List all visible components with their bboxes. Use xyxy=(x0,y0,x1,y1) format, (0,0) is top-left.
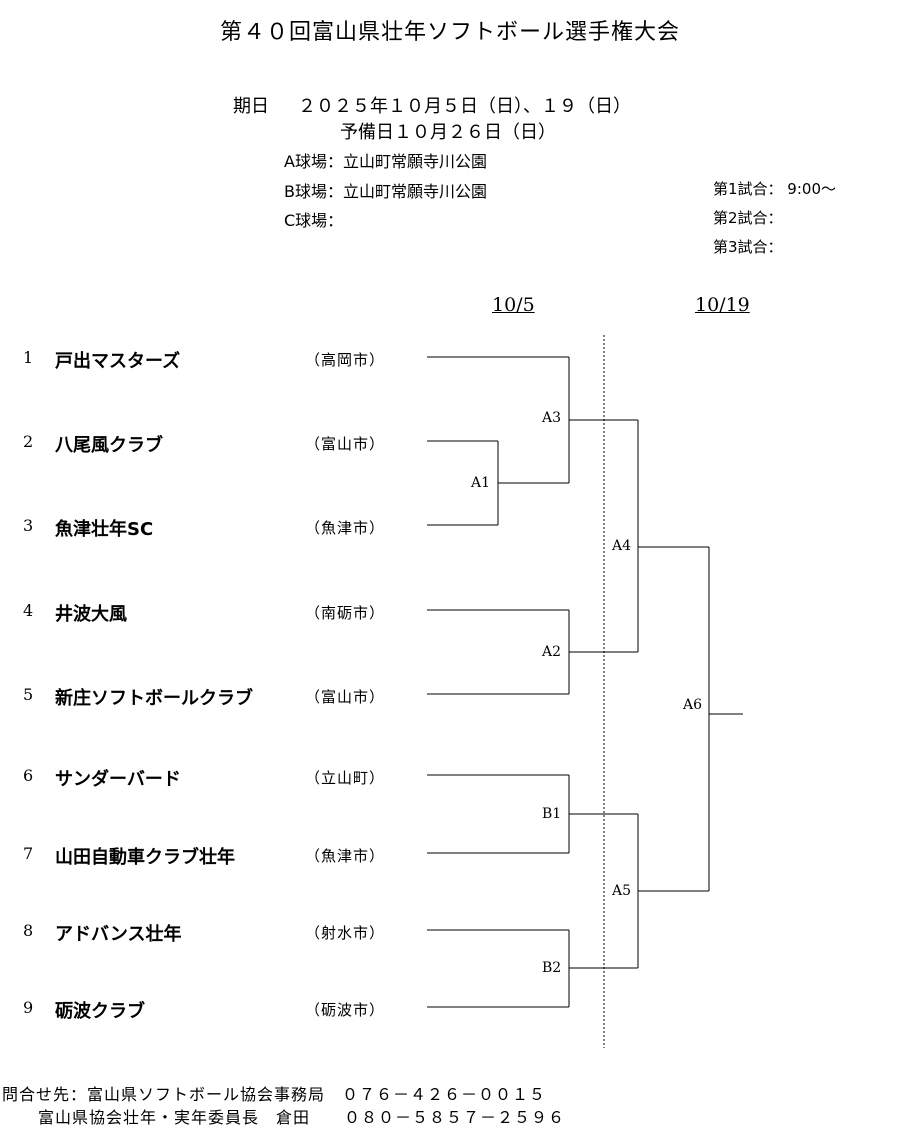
field-a: A球場：立山町常願寺川公園 xyxy=(284,152,487,171)
bracket-line xyxy=(637,814,709,968)
team-number: 9 xyxy=(23,998,34,1017)
bracket-line xyxy=(708,547,743,891)
team-number: 3 xyxy=(23,516,34,535)
team-city: （富山市） xyxy=(305,688,386,706)
team-city: （魚津市） xyxy=(305,847,386,865)
match-label-b1: B1 xyxy=(542,806,562,822)
game3-time: 第3試合： xyxy=(713,238,783,256)
team-city: （南砺市） xyxy=(305,604,386,622)
game2-time: 第2試合： xyxy=(713,209,783,227)
bracket-line xyxy=(497,441,569,525)
bracket-line xyxy=(568,775,638,853)
contact-line-1: 問合せ先：富山県ソフトボール協会事務局 ０７６－４２６－００１５ xyxy=(2,1085,547,1104)
page-title: 第４０回富山県壮年ソフトボール選手権大会 xyxy=(219,20,680,45)
team-name: 山田自動車クラブ壮年 xyxy=(55,847,235,868)
round1-date: 10/5 xyxy=(492,294,535,316)
game1-time: 第1試合： 9:00～ xyxy=(713,180,836,198)
team-city: （富山市） xyxy=(305,435,386,453)
match-label-a6: A6 xyxy=(683,697,703,713)
match-label-b2: B2 xyxy=(542,960,562,976)
team-city: （高岡市） xyxy=(305,351,386,369)
team-number: 5 xyxy=(23,685,34,704)
team-name: アドバンス壮年 xyxy=(55,924,182,945)
contact-line-2: 富山県協会壮年・実年委員長 倉田 ０８０－５８５７－２５９６ xyxy=(38,1108,566,1127)
field-c: C球場： xyxy=(284,211,344,230)
team-name: 戸出マスターズ xyxy=(55,351,181,372)
match-label-a2: A2 xyxy=(542,644,562,660)
team-name: サンダーバード xyxy=(55,769,181,790)
team-number: 6 xyxy=(23,766,34,785)
team-city: （射水市） xyxy=(305,924,386,942)
team-number: 7 xyxy=(23,844,34,863)
team-number: 8 xyxy=(23,921,34,940)
match-label-a3: A3 xyxy=(542,410,562,426)
reserve-date: 予備日１０月２６日（日） xyxy=(340,122,556,143)
team-city: （魚津市） xyxy=(305,519,386,537)
team-city: （砺波市） xyxy=(305,1001,386,1019)
team-number: 1 xyxy=(23,348,34,367)
team-name: 魚津壮年SC xyxy=(55,519,154,540)
team-city: （立山町） xyxy=(305,769,386,787)
round2-date: 10/19 xyxy=(695,294,750,316)
team-name: 井波大風 xyxy=(55,604,127,625)
match-label-a1: A1 xyxy=(471,475,491,491)
team-name: 八尾風クラブ xyxy=(55,435,163,456)
field-b: B球場：立山町常願寺川公園 xyxy=(284,182,487,201)
match-label-a5: A5 xyxy=(612,883,632,899)
team-name: 砺波クラブ xyxy=(55,1001,145,1022)
date-value: ２０２５年１０月５日（日）、１９（日） xyxy=(298,96,631,117)
bracket-line xyxy=(637,420,709,652)
date-label: 期日 xyxy=(233,96,269,117)
team-name: 新庄ソフトボールクラブ xyxy=(55,688,253,709)
match-label-a4: A4 xyxy=(612,538,632,554)
team-number: 2 xyxy=(23,432,34,451)
team-number: 4 xyxy=(23,601,34,620)
